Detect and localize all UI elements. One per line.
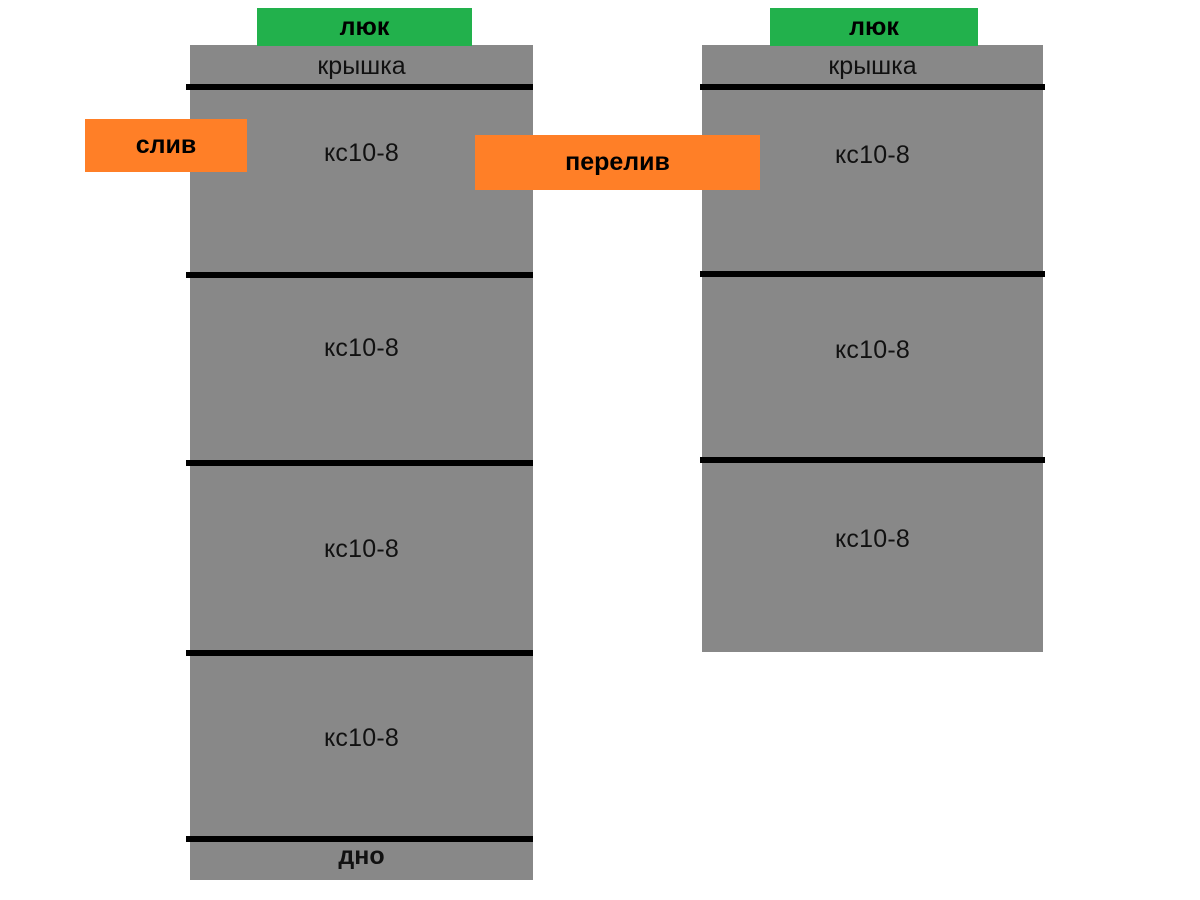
right-chamber-cap-label: крышка <box>828 52 917 80</box>
left-ring-label-3: кс10-8 <box>324 535 399 563</box>
right-ring-label-2: кс10-8 <box>835 336 910 364</box>
left-ring-label-2: кс10-8 <box>324 334 399 362</box>
left-divider-4 <box>186 650 533 656</box>
right-divider-1 <box>700 84 1045 90</box>
left-divider-bottom <box>186 836 533 842</box>
left-divider-2 <box>186 272 533 278</box>
right-divider-3 <box>700 457 1045 463</box>
inlet-pipe-label: слив <box>135 131 197 159</box>
left-ring-label-1: кс10-8 <box>324 139 399 167</box>
left-ring-label-4: кс10-8 <box>324 724 399 752</box>
left-divider-3 <box>186 460 533 466</box>
overflow-pipe: перелив <box>475 135 760 190</box>
right-ring-label-1: кс10-8 <box>835 141 910 169</box>
right-ring-label-3: кс10-8 <box>835 525 910 553</box>
left-hatch-label: люк <box>339 12 390 41</box>
inlet-pipe: слив <box>85 119 247 172</box>
right-hatch-label: люк <box>849 12 899 41</box>
right-hatch: люк <box>770 8 978 46</box>
left-chamber-cap-label: крышка <box>317 52 406 80</box>
right-divider-2 <box>700 271 1045 277</box>
overflow-pipe-label: перелив <box>565 148 670 176</box>
left-chamber-bottom-label: дно <box>338 842 385 870</box>
left-divider-1 <box>186 84 533 90</box>
left-hatch: люк <box>257 8 472 46</box>
